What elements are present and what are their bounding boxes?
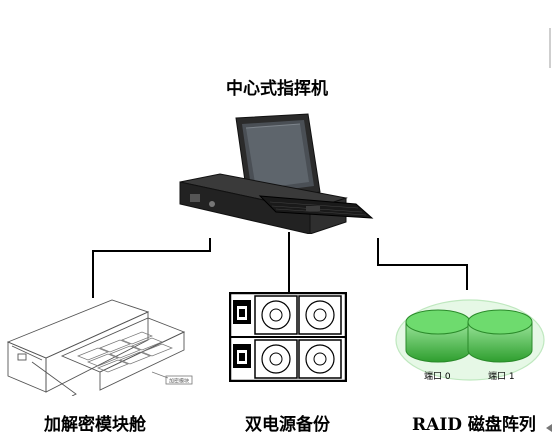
disk-1 bbox=[467, 309, 533, 363]
label-raid: RAID 磁盘阵列 bbox=[412, 415, 536, 435]
diagram-title: 中心式指挥机 bbox=[226, 79, 328, 99]
port-1-label: 端口 1 bbox=[488, 370, 515, 382]
power-unit-bottom bbox=[233, 339, 342, 379]
corner-marker bbox=[546, 424, 552, 432]
disk-0 bbox=[405, 309, 471, 363]
encryption-module-bay-image: 加密模块 bbox=[6, 299, 193, 396]
raid-array-image: 端口 0 端口 1 bbox=[395, 299, 545, 382]
connector-left bbox=[92, 238, 211, 298]
label-dual-power: 双电源备份 bbox=[245, 415, 330, 435]
port-0-label: 端口 0 bbox=[424, 370, 451, 382]
power-unit-top bbox=[233, 295, 342, 335]
module-tag-box bbox=[165, 375, 193, 385]
connector-right bbox=[377, 238, 468, 290]
command-console-image bbox=[179, 113, 374, 234]
dual-power-panel-image bbox=[229, 292, 347, 382]
edge-marker bbox=[549, 28, 551, 68]
label-encryption-bay: 加解密模块舱 bbox=[44, 415, 146, 435]
module-tag-text: 加密模块 bbox=[169, 378, 189, 385]
